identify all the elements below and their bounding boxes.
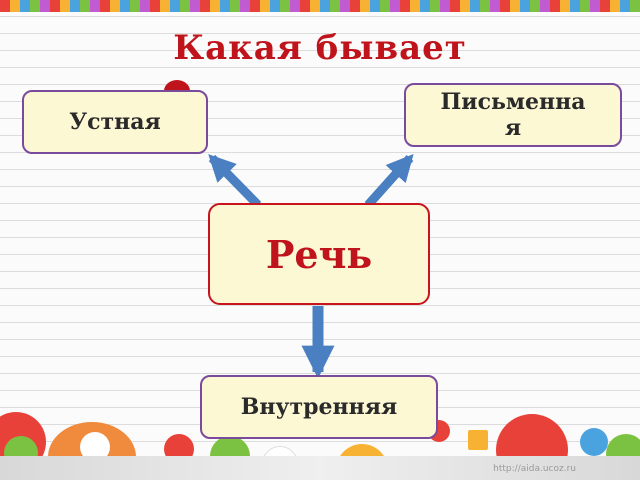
node-written-label: Письменна я	[440, 89, 586, 141]
node-oral: Устная	[22, 90, 208, 154]
title-cut-glyph	[150, 80, 190, 92]
node-written: Письменна я	[404, 83, 622, 147]
decor-square	[468, 430, 488, 450]
footer-decor: http://aida.ucoz.ru	[0, 392, 640, 480]
node-inner: Внутренняя	[200, 375, 438, 439]
node-speech: Речь	[208, 203, 430, 305]
footer-url: http://aida.ucoz.ru	[493, 464, 576, 474]
decor-ball	[580, 428, 608, 456]
footer-stripe	[0, 456, 640, 480]
arrow-to-oral	[208, 154, 262, 209]
arrow-to-written	[364, 153, 414, 208]
slide-title: Какая бывает	[173, 28, 467, 68]
top-decor-strip	[0, 0, 640, 12]
